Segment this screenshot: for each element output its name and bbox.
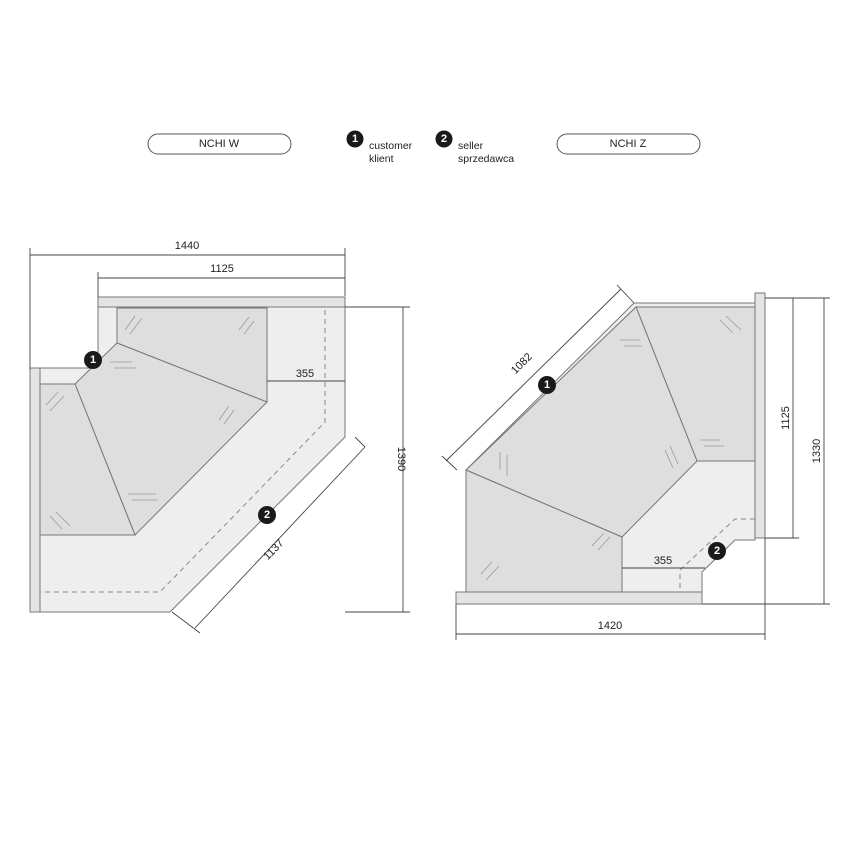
- right-dim-diagonal-text: 1082: [509, 351, 535, 377]
- right-dim-bottom-width-text: 1420: [598, 620, 622, 632]
- right-dim-inner-height-text: 1125: [780, 406, 792, 430]
- left-dim-height-text: 1390: [395, 447, 407, 471]
- legend-seller-marker: [435, 130, 453, 148]
- right-dim-height: 1330: [702, 297, 830, 605]
- right-side-post: [754, 292, 766, 539]
- right-dim-height-text: 1330: [811, 439, 823, 463]
- legend-customer-marker: [346, 130, 364, 148]
- right-customer-marker: 1: [538, 376, 556, 394]
- left-dim-top-width: 1125: [97, 263, 345, 297]
- right-counter-drawing: 1082 1125 1330 355 1420: [441, 284, 830, 640]
- left-glass-left: [39, 383, 136, 536]
- right-model-pill: NCHI Z: [556, 133, 701, 155]
- right-bottom-base: [455, 591, 703, 605]
- svg-text:2: 2: [264, 509, 270, 521]
- left-dim-height: 1390: [345, 306, 410, 613]
- right-model-label: NCHI Z: [610, 138, 647, 150]
- legend-seller-label-pl: sprzedawca: [458, 153, 514, 165]
- left-dim-total-width-text: 1440: [175, 240, 199, 252]
- svg-text:1: 1: [90, 354, 96, 366]
- left-model-label: NCHI W: [199, 138, 240, 150]
- left-top-shelf: [97, 296, 346, 308]
- legend-seller-label-en: seller: [458, 140, 484, 152]
- right-dim-inner-depth: 355: [622, 555, 705, 569]
- left-dim-top-width-text: 1125: [210, 263, 234, 275]
- left-dim-total-width: 1440: [29, 240, 346, 370]
- right-dim-inner-height: 1125: [765, 297, 799, 539]
- left-dim-inner-depth: 355: [267, 368, 345, 382]
- svg-text:1: 1: [544, 379, 550, 391]
- left-dim-diagonal-text: 1137: [261, 537, 286, 562]
- left-side-post: [29, 367, 41, 613]
- right-glass-reflections: [480, 315, 742, 581]
- left-inner-dashed-outline: [40, 310, 326, 593]
- left-model-pill: NCHI W: [147, 133, 292, 155]
- legend-customer-label-en: customer: [369, 140, 413, 152]
- left-glass-reflections: [45, 315, 255, 530]
- legend-customer-number: 1: [352, 133, 358, 145]
- legend-customer-label-pl: klient: [369, 153, 394, 165]
- svg-text:2: 2: [714, 545, 720, 557]
- legend-customer: 1 customer klient: [346, 130, 413, 165]
- left-customer-marker: 1: [84, 351, 102, 369]
- left-seller-marker: 2: [258, 506, 276, 524]
- right-seller-marker: 2: [708, 542, 726, 560]
- right-inner-dashed-outline: [679, 518, 755, 592]
- left-counter-drawing: 1440 1125 355 1390 1137: [29, 240, 410, 634]
- left-dim-inner-depth-text: 355: [296, 368, 314, 380]
- right-dim-inner-depth-text: 355: [654, 555, 672, 567]
- right-glass-bottom: [465, 469, 623, 593]
- legend-seller-number: 2: [441, 133, 447, 145]
- right-dim-bottom-width: 1420: [455, 538, 766, 640]
- legend-seller: 2 seller sprzedawca: [435, 130, 514, 165]
